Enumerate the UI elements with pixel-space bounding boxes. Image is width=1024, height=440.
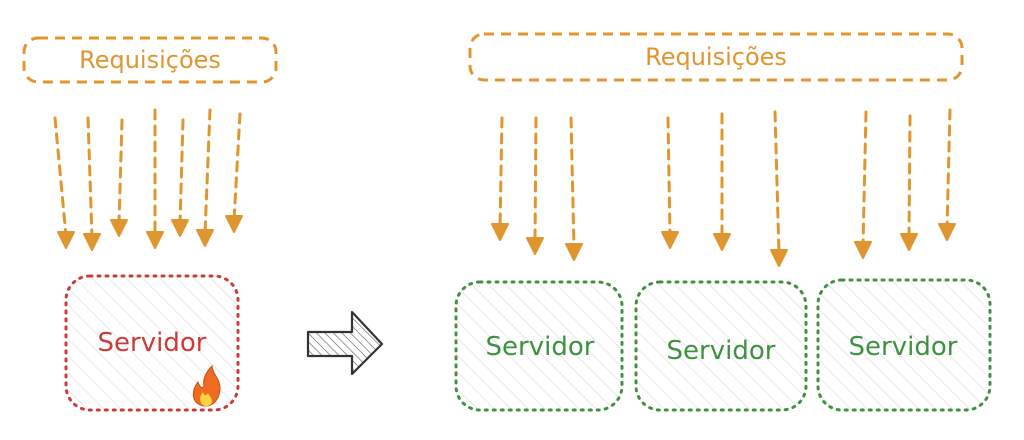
right-requests-label: Requisições [645, 43, 787, 71]
server-3-label: Servidor [849, 332, 958, 362]
request-arrow [146, 108, 164, 249]
request-arrow [225, 112, 243, 233]
request-arrow [938, 108, 956, 241]
left-server-box [64, 274, 240, 412]
server-3-box [816, 278, 992, 412]
left-requests-group: Requisições [22, 36, 278, 84]
request-arrow [196, 108, 214, 247]
server-1-box [454, 280, 624, 412]
request-arrow [770, 110, 788, 267]
request-arrow [171, 118, 189, 237]
left-request-arrows [53, 108, 243, 251]
request-arrow [854, 110, 872, 259]
request-arrow [713, 112, 731, 251]
server-2-box [634, 280, 808, 412]
right-arrow-icon [306, 310, 384, 376]
request-arrow [53, 116, 75, 249]
right-servers: Servidor Servidor Servidor [454, 278, 992, 412]
server-3: Servidor [816, 278, 992, 412]
request-arrow [661, 116, 679, 249]
left-server: Servidor [64, 274, 240, 412]
left-requests-label: Requisições [79, 46, 221, 74]
right-requests-box [468, 32, 964, 82]
server-2-label: Servidor [667, 336, 776, 366]
left-server-label: Servidor [98, 328, 207, 358]
request-arrow [565, 116, 583, 261]
left-requests-box [22, 36, 278, 84]
right-request-arrows [491, 108, 956, 267]
request-arrow [526, 116, 544, 255]
server-1-label: Servidor [486, 332, 595, 362]
request-arrow [491, 116, 509, 241]
request-arrow [900, 114, 918, 251]
request-arrow [110, 118, 128, 237]
server-2: Servidor [634, 280, 808, 412]
fire-icon [192, 364, 221, 407]
request-arrow [83, 116, 101, 251]
server-1: Servidor [454, 280, 624, 412]
right-requests-group: Requisições [468, 32, 964, 82]
